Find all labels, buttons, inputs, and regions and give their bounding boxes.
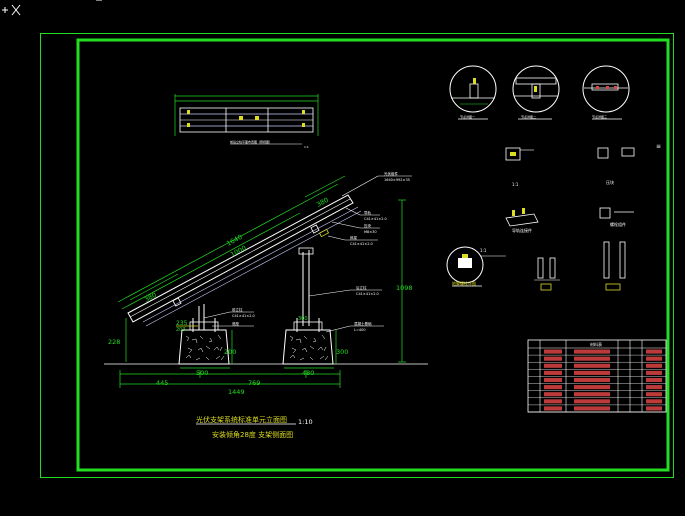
callout-rail: 导轨	[364, 210, 372, 215]
elevation-caption: 光伏支架系统标准单元立面图	[196, 415, 287, 424]
dim-bottom-overhang: 380	[143, 291, 158, 304]
sheet-inner-border	[76, 38, 670, 472]
dim-front-base: 203	[176, 327, 186, 333]
callout-foundation-spec: L=400	[354, 328, 366, 332]
side-elevation[interactable]: 1640 1000 380 380 235 228 200 300 1098 5…	[104, 171, 428, 439]
detail-2-caption: 节点详图二	[521, 114, 536, 119]
callout-panel-spec: 1640×992×35	[384, 178, 410, 182]
table-cell-mark	[544, 363, 562, 368]
material-table-header: 材料表	[590, 341, 602, 347]
callout-base: 底座	[232, 321, 239, 326]
table-cell-mark	[574, 356, 610, 361]
callout-rear-post: 后立柱	[356, 285, 367, 290]
table-cell-mark	[646, 406, 662, 411]
anchor-scale: 1:1	[480, 248, 487, 253]
plan-view-caption: 前后立柱平面布置图（俯视图）	[230, 139, 272, 144]
table-cell-mark	[544, 406, 562, 411]
callout-rail-spec: C41×41×2.0	[364, 217, 387, 221]
part-a-label: 1:1	[512, 182, 519, 187]
anchor-caption: 地脚螺栓详图	[452, 280, 476, 286]
table-cell-mark	[646, 399, 662, 404]
table-cell-mark	[646, 385, 662, 390]
table-cell-mark	[544, 349, 562, 354]
part-c-label: 导轨连接件	[512, 227, 532, 233]
table-cell-mark	[646, 349, 662, 354]
table-cell-mark	[646, 377, 662, 383]
table-cell-mark	[544, 399, 562, 404]
table-cell-mark	[574, 377, 610, 383]
sheet-outer-frame	[40, 33, 674, 478]
dim-total-height: 1098	[396, 284, 413, 292]
node-details[interactable]: 节点详图一 节点详图二 节点详图三 1:1 压块 导轨连接件 螺栓组件	[446, 65, 661, 291]
callout-front-post: 前立柱	[232, 307, 243, 312]
table-cell-mark	[544, 377, 562, 383]
callout-rear-post-spec: C41×41×2.0	[356, 292, 379, 296]
plan-view-scale: 1:1	[304, 145, 309, 149]
dim-rear-foundation-width: 480	[302, 369, 314, 377]
table-cell-mark	[646, 356, 662, 361]
ucs-cursor-icon	[2, 4, 21, 16]
callout-clamp-spec: M8×30	[364, 230, 377, 234]
dim-post-spacing: 769	[248, 379, 260, 387]
front-foundation	[178, 329, 230, 365]
callout-beam-spec: C41×41×2.0	[350, 242, 373, 246]
table-cell-mark	[574, 392, 610, 397]
callout-panel: 光伏组件	[384, 171, 398, 176]
material-table[interactable]: 材料表	[527, 339, 667, 413]
table-cell-mark	[544, 370, 562, 375]
dim-total-width: 1449	[228, 388, 245, 396]
detail-1-caption: 节点详图一	[460, 114, 475, 119]
part-b-label: 压块	[606, 179, 614, 185]
table-cell-mark	[544, 356, 562, 361]
dim-rear-base: 300	[298, 316, 308, 322]
callout-clamp: 压块	[364, 223, 372, 228]
elevation-subcaption: 安装倾角28度 支架侧面图	[212, 430, 293, 439]
table-cell-mark	[574, 370, 610, 375]
part-d-label: 螺栓组件	[610, 221, 626, 227]
elevation-scale: 1:10	[298, 418, 313, 426]
table-cell-mark	[646, 363, 662, 368]
table-cell-mark	[544, 385, 562, 390]
table-cell-mark	[574, 385, 610, 390]
material-table-rows	[528, 349, 666, 413]
table-cell-mark	[574, 349, 610, 354]
dim-rear-foundation-height: 300	[336, 348, 348, 356]
detail-3-caption: 节点详图三	[592, 114, 607, 119]
table-cell-mark	[574, 406, 610, 411]
callout-front-post-spec: C41×41×2.0	[232, 314, 255, 318]
pv-panel	[127, 194, 354, 323]
dim-front-foundation-height: 200	[224, 348, 236, 356]
dim-top-overhang: 380	[315, 196, 330, 209]
plan-view[interactable]: 前后立柱平面布置图（俯视图） 1:1	[174, 94, 319, 149]
table-cell-mark	[544, 392, 562, 397]
table-cell-mark	[646, 370, 662, 375]
dim-front-height: 228	[108, 338, 120, 346]
callout-foundation: 混凝土基础	[354, 321, 372, 326]
dim-clamp-gap: 235	[176, 320, 188, 327]
dim-front-foundation-width: 500	[196, 369, 208, 377]
rear-foundation	[282, 329, 334, 365]
table-cell-mark	[574, 363, 610, 368]
detail-right-mark: ≡	[656, 143, 661, 150]
callout-beam: 斜梁	[350, 235, 358, 240]
table-cell-mark	[646, 392, 662, 397]
dim-front-offset: 445	[156, 379, 168, 387]
table-cell-mark	[574, 399, 610, 404]
